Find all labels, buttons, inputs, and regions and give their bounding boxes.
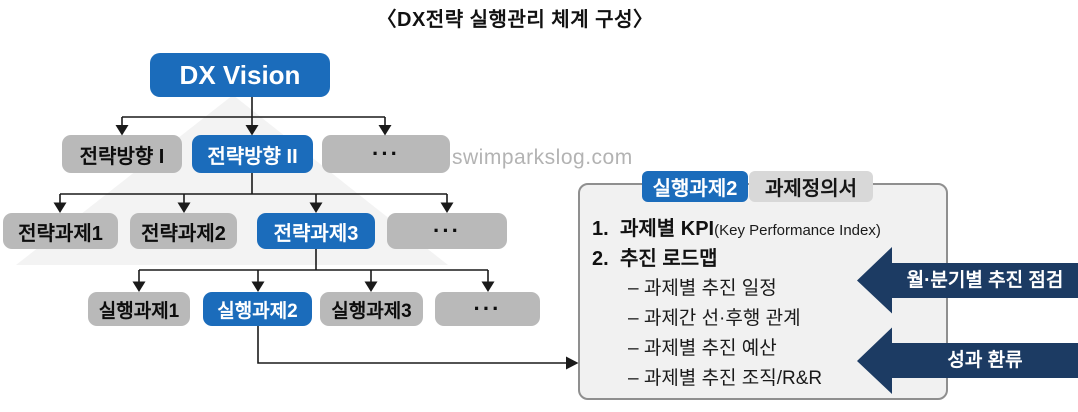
node-strategy-2: 전략과제2 bbox=[130, 213, 237, 249]
panel-badge-execution-task: 실행과제2 bbox=[642, 171, 748, 202]
node-direction-2: 전략방향 II bbox=[192, 135, 313, 173]
panel-item-roadmap-number: 2. bbox=[592, 248, 609, 270]
panel-subitem-schedule: – 과제별 추진 일정 bbox=[628, 278, 777, 299]
diagram-title: 〈DX전략 실행관리 체계 구성〉 bbox=[376, 9, 654, 31]
node-execution-more: ··· bbox=[435, 292, 540, 326]
node-dx-vision: DX Vision bbox=[150, 53, 330, 97]
node-direction-more: ··· bbox=[322, 135, 450, 173]
node-strategy-1: 전략과제1 bbox=[3, 213, 118, 249]
node-execution-3: 실행과제3 bbox=[320, 292, 423, 326]
panel-badge-task-definition: 과제정의서 bbox=[749, 171, 873, 202]
panel-item-kpi: 1. 과제별 KPI(Key Performance Index) bbox=[592, 214, 940, 244]
panel-content-list: 1. 과제별 KPI(Key Performance Index) 2. 추진 로드… bbox=[592, 214, 940, 394]
panel-subitem-org-rr: – 과제별 추진 조직/R&R bbox=[628, 368, 823, 389]
panel-link-arrowhead bbox=[566, 356, 579, 370]
arrow-label-feedback: 성과 환류 bbox=[947, 350, 1023, 371]
panel-item-roadmap: 2. 추진 로드맵 bbox=[592, 244, 940, 274]
arrow-label-monthly-check: 월·분기별 추진 점검 bbox=[906, 270, 1064, 291]
panel-item-kpi-title: 과제별 KPI bbox=[620, 218, 715, 240]
node-execution-1: 실행과제1 bbox=[88, 292, 190, 326]
node-direction-1: 전략방향 I bbox=[62, 135, 182, 173]
node-strategy-3: 전략과제3 bbox=[257, 213, 375, 249]
panel-subitem-budget: – 과제별 추진 예산 bbox=[628, 338, 777, 359]
panel-subitem-dependency: – 과제간 선·후행 관계 bbox=[628, 308, 801, 329]
panel-item-kpi-number: 1. bbox=[592, 218, 609, 240]
panel-item-roadmap-title: 추진 로드맵 bbox=[620, 248, 718, 270]
node-strategy-more: ··· bbox=[387, 213, 507, 249]
watermark-text: swimparkslog.com bbox=[452, 146, 633, 169]
panel-item-kpi-suffix: (Key Performance Index) bbox=[714, 222, 881, 239]
node-execution-2: 실행과제2 bbox=[203, 292, 312, 326]
